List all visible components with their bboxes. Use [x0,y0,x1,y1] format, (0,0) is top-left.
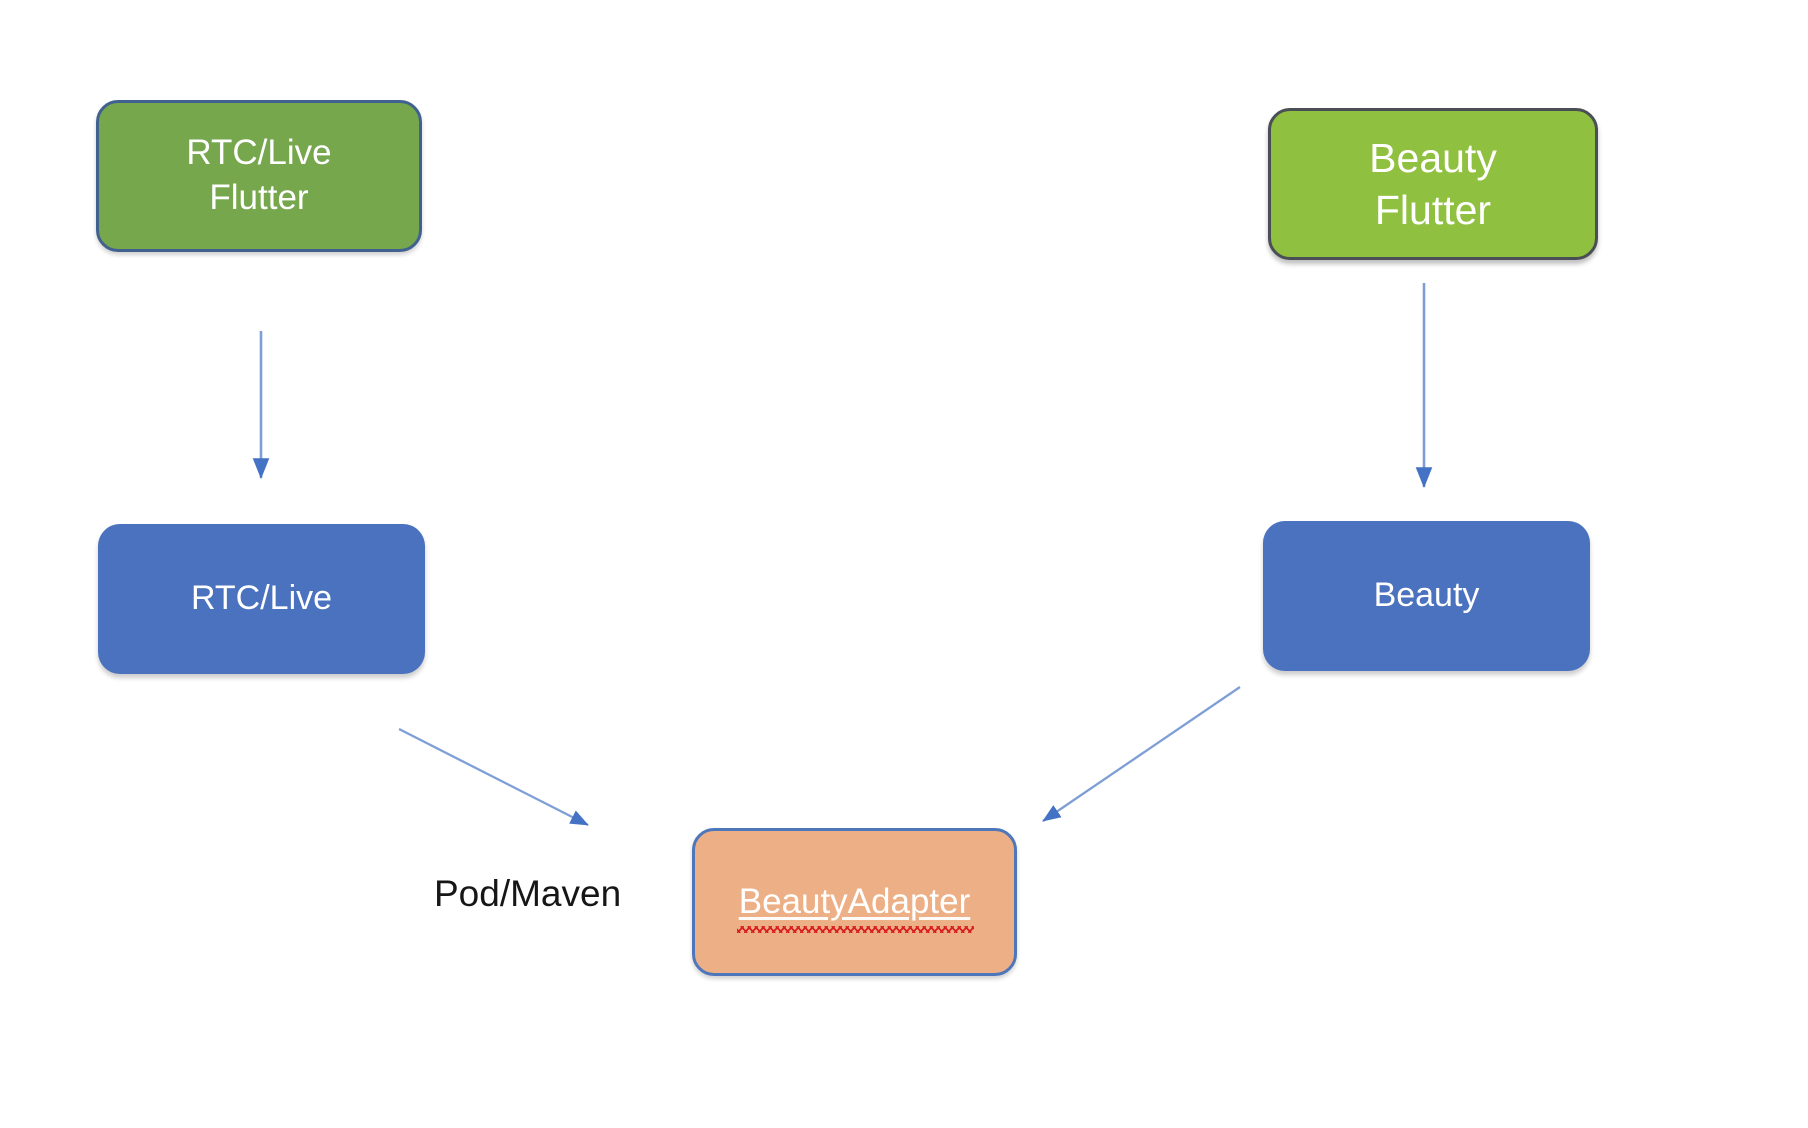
node-beauty-label: Beauty [1373,576,1480,615]
node-rtc-live-flutter[interactable]: RTC/Live Flutter [96,100,422,252]
edge-rtc-live-to-beauty-adapter [398,727,589,827]
node-beauty-flutter-label: Beauty Flutter [1369,134,1497,233]
node-rtc-live[interactable]: RTC/Live [98,524,425,674]
spellcheck-squiggle-icon [736,926,975,934]
node-beauty-adapter-label: BeautyAdapter [738,881,971,921]
node-beauty-flutter[interactable]: Beauty Flutter [1268,108,1598,260]
node-rtc-live-flutter-label: RTC/Live Flutter [186,133,332,217]
node-beauty-adapter[interactable]: BeautyAdapter [692,828,1017,976]
node-beauty[interactable]: Beauty [1263,521,1590,671]
spellcheck-wrapper: BeautyAdapter [736,880,975,934]
edge-beauty-to-beauty-adapter [1042,686,1241,822]
node-rtc-live-label: RTC/Live [190,579,333,618]
edge-label-pod-maven: Pod/Maven [434,873,622,914]
